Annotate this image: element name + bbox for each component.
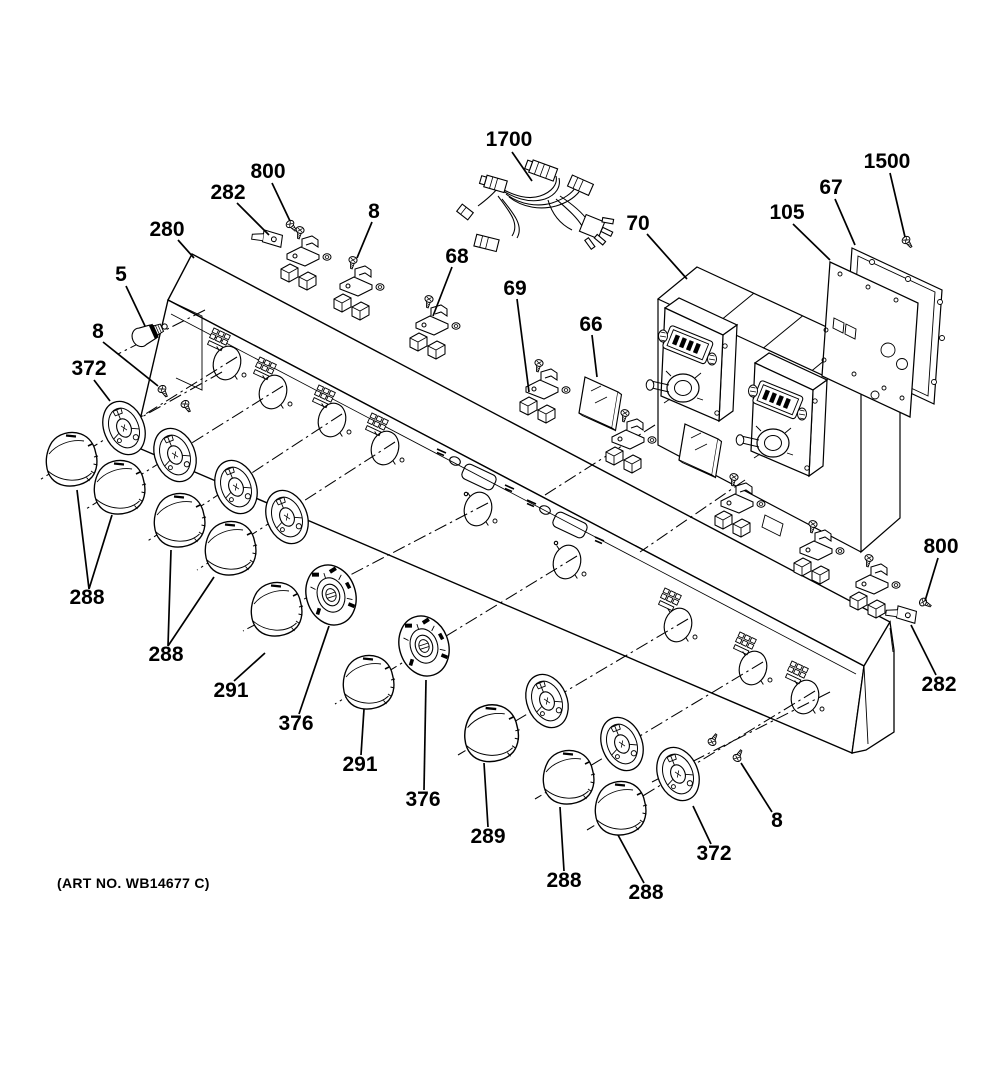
glass-window-66-left [578,376,623,432]
callout-282-right[interactable]: 282 [921,673,956,696]
callout-800-left[interactable]: 800 [250,160,285,183]
callout-105[interactable]: 105 [769,201,804,224]
callout-288-d[interactable]: 288 [628,881,663,904]
callout-372-left[interactable]: 372 [71,357,106,380]
control-board-105 [821,261,919,418]
callout-376-b[interactable]: 376 [405,788,440,811]
screw-8-right-b [731,747,746,764]
callout-288-a[interactable]: 288 [69,586,104,609]
callout-1500[interactable]: 1500 [864,150,911,173]
callout-800-right[interactable]: 800 [923,535,958,558]
knob-288-1 [45,431,100,488]
callout-70[interactable]: 70 [626,212,649,235]
knob-288-3 [153,492,208,549]
callout-68[interactable]: 68 [445,245,469,268]
indicator-light-5 [131,323,168,348]
callout-376-a[interactable]: 376 [278,712,313,735]
knob-288-8 [594,780,649,837]
callout-291-a[interactable]: 291 [213,679,248,702]
wire-harness-1700 [455,159,615,253]
callout-280[interactable]: 280 [149,218,184,241]
bezel-376-center [390,608,458,684]
callout-labels: 1700 800 282 8 280 68 70 105 67 1500 69 … [69,128,958,904]
callout-8-right[interactable]: 8 [771,809,783,832]
leader-lines [76,151,939,884]
callout-289[interactable]: 289 [470,825,505,848]
screw-8-right-a [706,731,721,748]
callout-372-right[interactable]: 372 [696,842,731,865]
knob-289 [463,703,521,763]
end-bracket-282-right [884,603,918,624]
knob-291-2 [342,654,397,711]
callout-69[interactable]: 69 [503,277,526,300]
bezel-ring-7 [517,667,577,735]
callout-291-b[interactable]: 291 [342,753,377,776]
callout-8-top[interactable]: 8 [368,200,380,223]
glass-window-66-right [678,423,723,479]
knob-288-7 [542,749,597,806]
callout-1700[interactable]: 1700 [486,128,533,151]
art-number: (ART NO. WB14677 C) [57,875,210,891]
screw-1500 [900,234,915,251]
callout-67[interactable]: 67 [819,176,842,199]
knob-288-4 [204,520,259,577]
callout-288-b[interactable]: 288 [148,643,183,666]
end-bracket-282-left [250,227,284,248]
callout-8-left[interactable]: 8 [92,320,104,343]
bezel-372-right [648,740,708,808]
callout-288-c[interactable]: 288 [546,869,581,892]
bezel-376-left [297,557,365,633]
knob-291-1 [250,581,305,638]
callout-282-left[interactable]: 282 [210,181,245,204]
knob-288-2 [93,459,148,516]
callout-5[interactable]: 5 [115,263,127,286]
bezel-ring-8 [592,710,652,778]
panel-cutouts [206,327,825,718]
callout-66[interactable]: 66 [579,313,602,336]
control-panel-280 [133,253,895,755]
